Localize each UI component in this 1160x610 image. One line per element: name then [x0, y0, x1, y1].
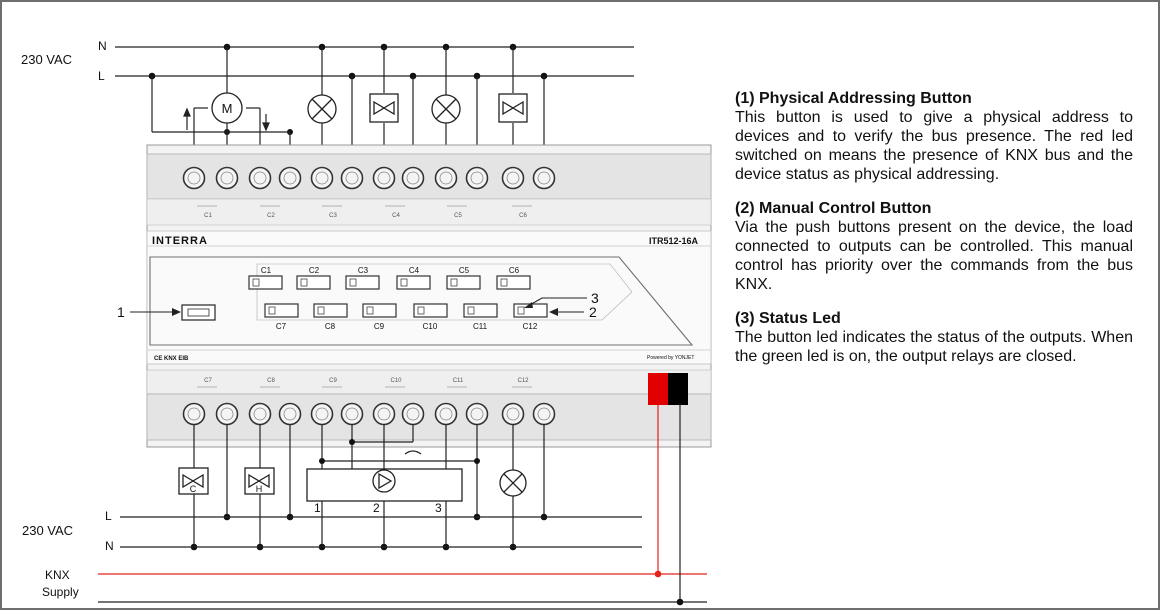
manual-button-c9[interactable] [362, 303, 397, 318]
knx-terminal-black [668, 373, 688, 405]
section-title: (3) Status Led [735, 310, 841, 327]
channel-label-c7: C7 [276, 322, 287, 331]
manual-button-c10[interactable] [413, 303, 448, 318]
manual-button-c11[interactable] [463, 303, 498, 318]
callout-1-arrowhead [172, 308, 181, 316]
callout-2: 2 [589, 304, 597, 320]
status-leds [252, 278, 525, 315]
section-manual-control: (2) Manual Control Button Via the push b… [735, 199, 1133, 294]
channel-label-c12: C12 [523, 322, 538, 331]
motor-label: M [222, 101, 233, 116]
model-label: ITR512-16A [649, 236, 699, 246]
certification-marks: CE KNX EIB [154, 356, 189, 362]
manual-button-c4[interactable] [396, 275, 431, 290]
manual-button-c2[interactable] [296, 275, 331, 290]
bottom-output-label: C11 [453, 378, 464, 384]
valve-icon [498, 93, 528, 123]
knx-junction [654, 570, 662, 578]
top-terminal-row [182, 166, 556, 190]
knx-label: KNX [45, 568, 70, 582]
channel-label-c11: C11 [473, 322, 488, 331]
bottom-terminal-inner [187, 407, 551, 421]
supply-label: Supply [42, 585, 79, 599]
callout-3-arrowhead [524, 302, 533, 308]
cooling-valve-label: C [190, 484, 197, 494]
callout-1: 1 [117, 304, 125, 320]
section-title: (1) Physical Addressing Button [735, 90, 972, 107]
top-output-label: C2 [267, 213, 275, 219]
cooling-valve-icon [178, 467, 209, 495]
channel-label-c4: C4 [409, 266, 420, 275]
channel-label-c6: C6 [509, 266, 520, 275]
top-output-label: C1 [204, 213, 212, 219]
top-junctions [148, 43, 548, 135]
powered-by-label: Powered by YONJET [647, 355, 694, 361]
section-body: Via the push buttons present on the devi… [735, 219, 1133, 293]
section-body: This button is used to give a physical a… [735, 109, 1133, 183]
bottom-terminal-row [182, 402, 556, 426]
heating-valve-label: H [256, 484, 263, 494]
pump-terminal-3: 3 [435, 501, 442, 515]
callout-3-leader [527, 297, 587, 307]
supply-junction [676, 598, 684, 606]
pump-terminal-2: 2 [373, 501, 380, 515]
channel-label-c8: C8 [325, 322, 336, 331]
channel-label-c10: C10 [423, 322, 438, 331]
lamp-icon [431, 94, 461, 124]
bottom-load-wires [193, 424, 545, 547]
top-line-l-label: L [98, 69, 105, 83]
pump-terminal-1: 1 [314, 501, 321, 515]
section-body: The button led indicates the status of t… [735, 329, 1133, 365]
bottom-output-label: C10 [390, 378, 402, 384]
pump-icon [372, 469, 396, 493]
manual-button-c1[interactable] [248, 275, 283, 290]
manual-button-c3[interactable] [345, 275, 380, 290]
section-title: (2) Manual Control Button [735, 200, 932, 217]
heating-valve-icon [244, 467, 275, 495]
motor-direction-arrows [183, 107, 270, 132]
top-output-label: C6 [519, 213, 527, 219]
top-output-label: C3 [329, 213, 337, 219]
knx-terminal-red [648, 373, 668, 405]
bottom-line-n-label: N [105, 539, 114, 553]
bottom-output-label: C7 [204, 378, 212, 384]
valve-icon [369, 93, 399, 123]
top-output-label: C4 [392, 213, 400, 219]
callout-3: 3 [591, 290, 599, 306]
channel-label-c9: C9 [374, 322, 385, 331]
physical-addressing-button[interactable] [181, 304, 216, 321]
top-terminal-inner [187, 171, 551, 185]
bottom-line-l-label: L [105, 509, 112, 523]
channel-label-c2: C2 [309, 266, 320, 275]
motor-icon: M [211, 92, 243, 124]
top-supply-label: 230 VAC [21, 52, 72, 67]
addressing-led [187, 308, 210, 317]
description-panel: (1) Physical Addressing Button This butt… [735, 89, 1133, 381]
channel-label-c5: C5 [459, 266, 470, 275]
bottom-output-label: C9 [329, 378, 337, 384]
brand-logo: INTERRA [152, 235, 208, 247]
bottom-output-label: C12 [517, 378, 529, 384]
section-physical-addressing: (1) Physical Addressing Button This butt… [735, 89, 1133, 184]
top-line-n-label: N [98, 39, 107, 53]
manual-button-c5[interactable] [446, 275, 481, 290]
callout-2-arrowhead [549, 308, 558, 316]
lamp-icon [307, 94, 337, 124]
lamp-icon [499, 469, 527, 497]
bottom-output-label: C8 [267, 378, 275, 384]
bottom-supply-label: 230 VAC [22, 523, 73, 538]
actuator-device [146, 144, 712, 448]
manual-button-c8[interactable] [313, 303, 348, 318]
channel-label-c3: C3 [358, 266, 369, 275]
manual-button-c7[interactable] [264, 303, 299, 318]
section-status-led: (3) Status Led The button led indicates … [735, 309, 1133, 366]
manual-button-c6[interactable] [496, 275, 531, 290]
channel-label-c1: C1 [261, 266, 272, 275]
top-output-label: C5 [454, 213, 462, 219]
